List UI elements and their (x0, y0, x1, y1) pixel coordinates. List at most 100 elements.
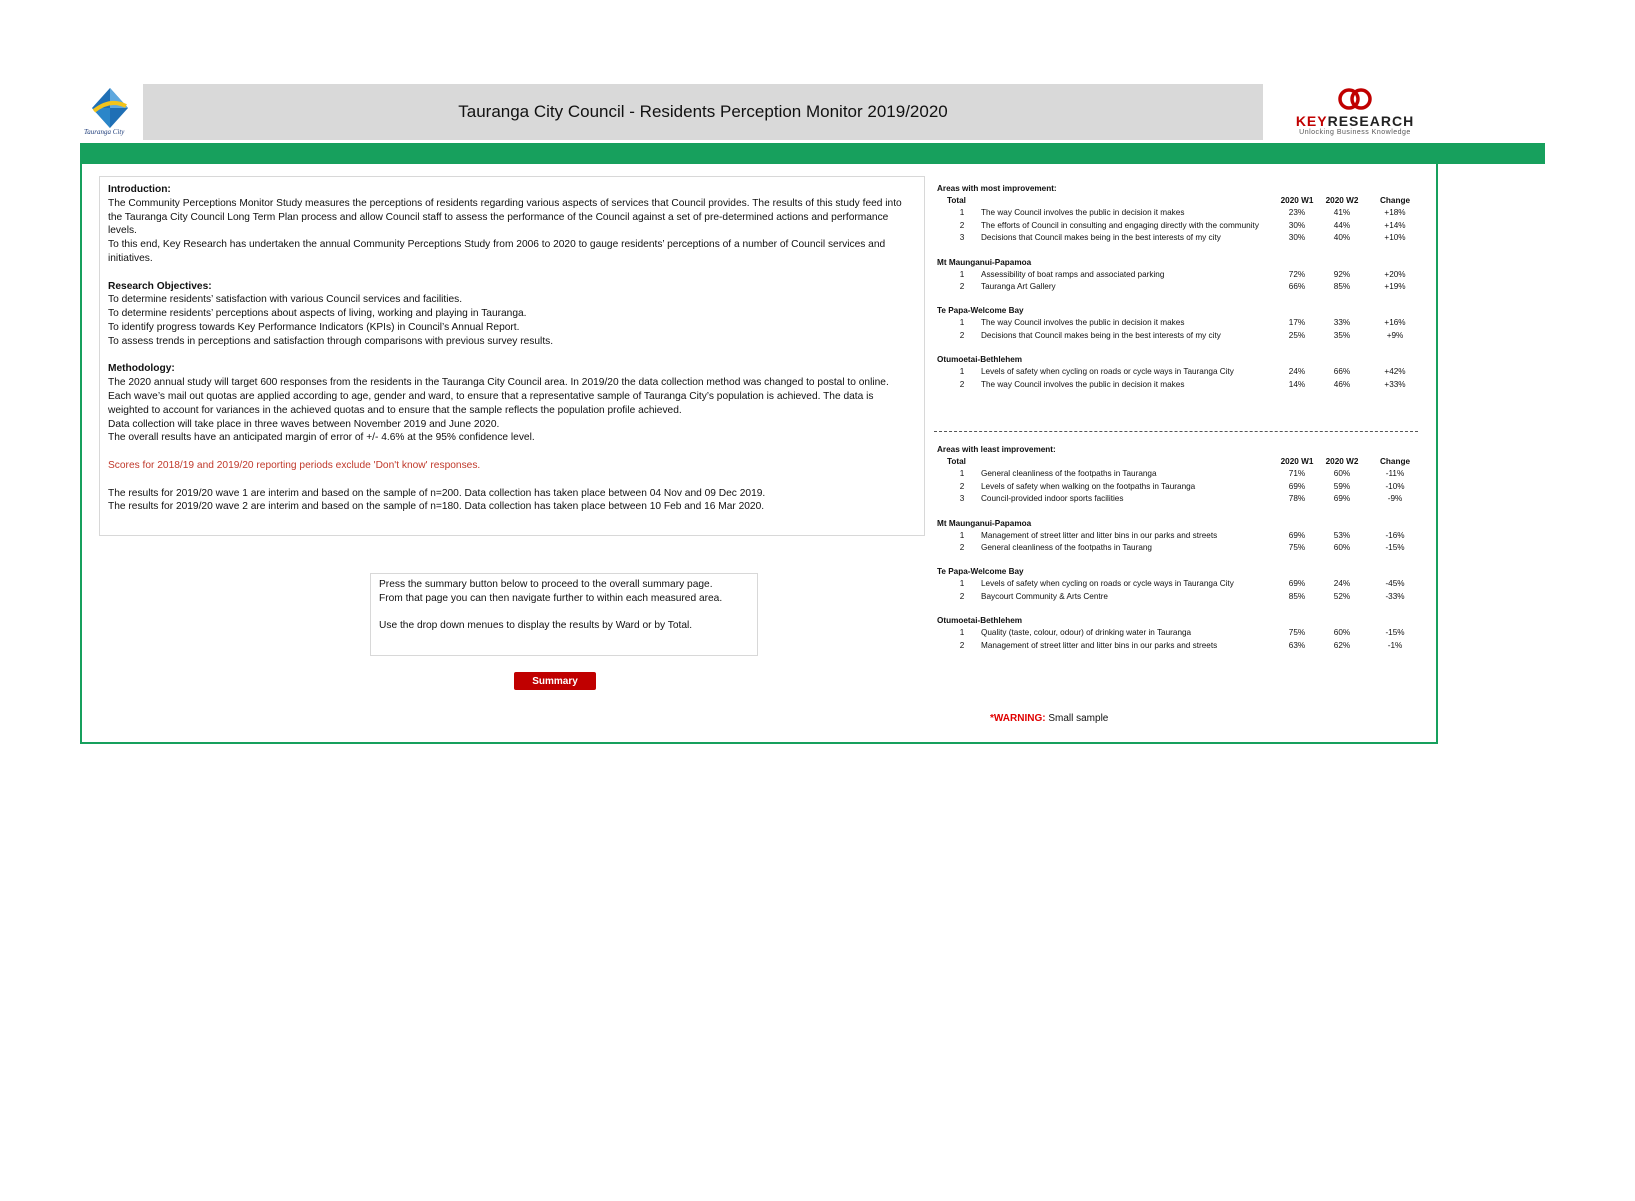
w2-cell: 60% (1333, 469, 1351, 479)
rank-cell: 2 (959, 330, 965, 340)
w1-cell: 66% (1288, 281, 1306, 291)
measure-cell: Management of street litter and litter b… (981, 640, 1218, 650)
table-row: 1 Levels of safety when cycling on roads … (937, 366, 1427, 378)
summary-button[interactable]: Summary (514, 672, 596, 690)
wave1-note: The results for 2019/20 wave 1 are inter… (108, 487, 766, 499)
wave2-note: The results for 2019/20 wave 2 are inter… (108, 501, 765, 513)
instructions-box: Press the summary button below to procee… (370, 573, 758, 656)
header-green-band (80, 143, 1545, 164)
methodology-paragraph: Each wave’s mail out quotas are applied … (108, 390, 874, 416)
change-cell: -10% (1385, 481, 1405, 491)
change-cell: +18% (1384, 208, 1406, 218)
rank-cell: 2 (959, 379, 965, 389)
w2-cell: 59% (1333, 481, 1351, 491)
change-cell: -1% (1387, 640, 1403, 650)
rank-cell: 2 (959, 591, 965, 601)
change-cell: +10% (1384, 233, 1406, 243)
w1-cell: 72% (1288, 269, 1306, 279)
w2-cell: 92% (1333, 269, 1351, 279)
table-row: 2 The way Council involves the public in … (937, 379, 1427, 391)
key-research-wordmark: KEYRESEARCH (1265, 113, 1445, 129)
w2-cell: 85% (1333, 281, 1351, 291)
logo-key-text: KEY (1295, 113, 1328, 129)
ward-heading: Mt Maunganui-Papamoa (937, 518, 1032, 528)
column-header-total: Total (947, 196, 966, 205)
introduction-paragraph: The Community Perceptions Monitor Study … (108, 197, 902, 237)
objective-item: To determine residents’ perceptions abou… (108, 308, 527, 320)
measure-cell: Levels of safety when cycling on roads o… (981, 367, 1234, 377)
ward-heading: Otumoetai-Bethlehem (937, 355, 1023, 365)
section-divider (934, 431, 1418, 432)
logo-research-text: RESEARCH (1327, 113, 1415, 129)
w1-cell: 85% (1288, 591, 1306, 601)
w2-cell: 60% (1333, 628, 1351, 638)
column-header-change: Change (1379, 196, 1411, 205)
measure-cell: Management of street litter and litter b… (981, 530, 1218, 540)
w2-cell: 41% (1333, 208, 1351, 218)
ward-heading: Mt Maunganui-Papamoa (937, 257, 1032, 267)
change-cell: -16% (1385, 530, 1405, 540)
rank-cell: 2 (959, 220, 965, 230)
rank-cell: 1 (959, 367, 965, 377)
change-cell: -45% (1385, 579, 1405, 589)
w2-cell: 66% (1333, 367, 1351, 377)
section-title: Areas with most improvement: (937, 184, 1057, 193)
rank-cell: 2 (959, 481, 965, 491)
measure-cell: Decisions that Council makes being in th… (981, 330, 1221, 340)
w2-cell: 46% (1333, 379, 1351, 389)
w1-cell: 63% (1288, 640, 1306, 650)
change-cell: +33% (1384, 379, 1406, 389)
column-header-w2: 2020 W2 (1325, 196, 1359, 205)
measure-cell: Levels of safety when cycling on roads o… (981, 579, 1234, 589)
rank-cell: 1 (959, 269, 965, 279)
change-cell: +16% (1384, 318, 1406, 328)
rank-cell: 3 (959, 233, 965, 243)
methodology-paragraph: The overall results have an anticipated … (108, 432, 535, 444)
warning-label: *WARNING: (990, 713, 1046, 724)
w2-cell: 33% (1333, 318, 1351, 328)
measure-cell: Quality (taste, colour, odour) of drinki… (981, 628, 1192, 638)
key-research-tagline: Unlocking Business Knowledge (1299, 129, 1411, 136)
ward-heading: Te Papa-Welcome Bay (937, 567, 1024, 577)
change-cell: -11% (1385, 469, 1405, 479)
objective-item: To determine residents’ satisfaction wit… (108, 294, 463, 306)
key-research-rings-icon (1338, 88, 1372, 110)
objective-item: To identify progress towards Key Perform… (108, 321, 520, 333)
table-row: 2 Decisions that Council makes being in t… (937, 330, 1427, 342)
w1-cell: 75% (1288, 542, 1306, 552)
change-cell: -15% (1385, 542, 1405, 552)
change-cell: +9% (1386, 330, 1404, 340)
instruction-line: From that page you can then navigate fur… (379, 592, 723, 604)
w1-cell: 30% (1288, 233, 1306, 243)
w1-cell: 14% (1288, 379, 1306, 389)
measure-cell: The efforts of Council in consulting and… (981, 220, 1259, 230)
column-header-total: Total (947, 457, 966, 466)
measure-cell: The way Council involves the public in d… (981, 379, 1185, 389)
rank-cell: 3 (959, 494, 965, 504)
table-row: 2 The efforts of Council in consulting an… (937, 220, 1427, 232)
ward-heading: Te Papa-Welcome Bay (937, 306, 1024, 316)
introduction-paragraph: To this end, Key Research has undertaken… (108, 239, 886, 264)
instruction-line: Press the summary button below to procee… (379, 579, 713, 590)
w1-cell: 25% (1288, 330, 1306, 340)
w2-cell: 24% (1333, 579, 1351, 589)
rank-cell: 1 (959, 208, 965, 218)
introduction-heading: Introduction: (108, 184, 171, 195)
objectives-heading: Research Objectives: (108, 280, 212, 292)
w1-cell: 75% (1288, 628, 1306, 638)
w2-cell: 35% (1333, 330, 1351, 340)
small-sample-warning: *WARNING: Small sample (990, 713, 1108, 724)
measure-cell: Baycourt Community & Arts Centre (981, 591, 1108, 601)
change-cell: +19% (1384, 281, 1406, 291)
w1-cell: 24% (1288, 367, 1306, 377)
tauranga-city-logo: Tauranga City (80, 84, 140, 140)
page-title: Tauranga City Council - Residents Percep… (143, 84, 1263, 140)
